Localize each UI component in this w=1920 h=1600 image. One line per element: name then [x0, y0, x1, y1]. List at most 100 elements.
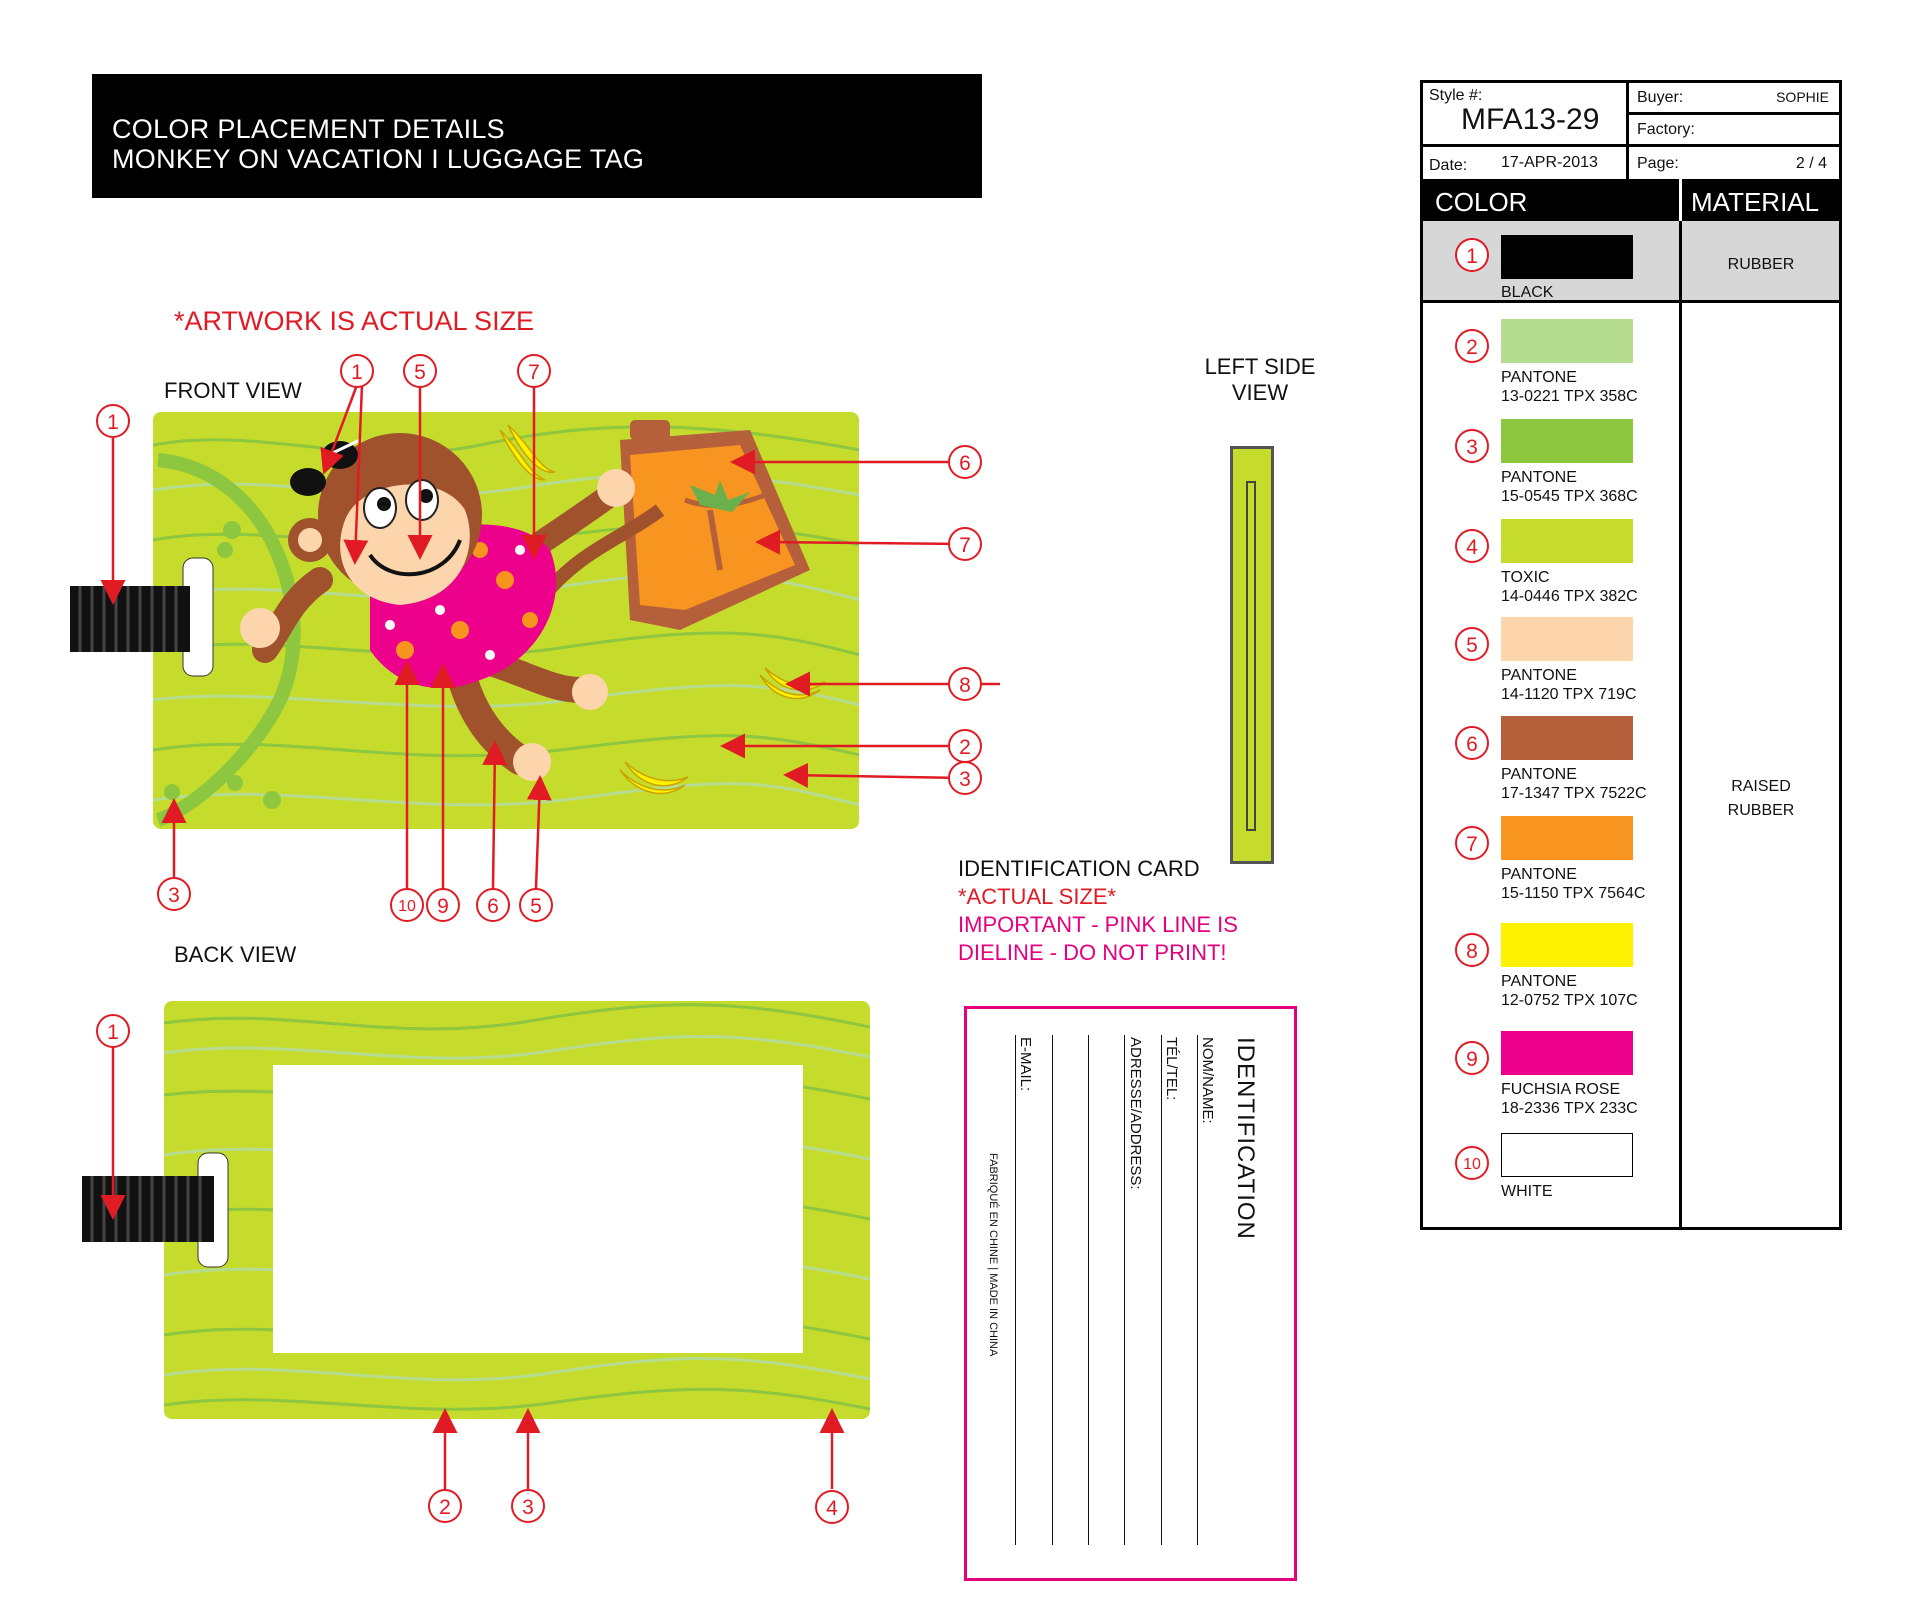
id-actual-size-note: *ACTUAL SIZE*: [958, 884, 1117, 909]
front-callout-bottom-9: 9: [426, 888, 460, 922]
front-view-artwork: [70, 412, 859, 829]
id-made-in-label: FABRIQUÉ EN CHINE | MADE IN CHINA: [987, 1153, 999, 1357]
left-side-view-line-1: LEFT SIDE: [1204, 354, 1316, 379]
color-num-4: 4: [1455, 529, 1489, 563]
color-num-3: 3: [1455, 429, 1489, 463]
id-line-name: [1197, 1035, 1198, 1545]
front-callout-right-8: 8: [948, 667, 982, 701]
swatch-8: [1501, 923, 1633, 967]
back-view-label: BACK VIEW: [174, 942, 297, 967]
color-header: COLOR: [1435, 187, 1528, 217]
swatch-1: [1501, 235, 1633, 279]
header-line-2: MONKEY ON VACATION I LUGGAGE TAG: [112, 144, 645, 174]
color-num-7: 7: [1455, 826, 1489, 860]
swatch-9-name: FUCHSIA ROSE: [1501, 1081, 1621, 1098]
swatch-8-name: PANTONE: [1501, 973, 1577, 990]
front-callout-bottom-10: 10: [390, 888, 424, 922]
back-callout-arrows: [100, 1045, 845, 1489]
swatch-9: [1501, 1031, 1633, 1075]
id-important-note-1: IMPORTANT - PINK LINE IS: [958, 912, 1238, 937]
swatch-label-2: PANTONE 13-0221 TPX 358C: [1501, 368, 1638, 406]
swatch-2-code: 13-0221 TPX 358C: [1501, 388, 1638, 405]
buyer-cell: Buyer: SOPHIE: [1629, 83, 1839, 115]
front-callout-left-1: 1: [96, 404, 130, 438]
id-card-heading: IDENTIFICATION: [1232, 1037, 1259, 1240]
swatch-label-1: BLACK: [1501, 284, 1554, 301]
id-line-address-2: [1088, 1035, 1089, 1545]
id-address-label: ADRESSE/ADDRESS:: [1127, 1037, 1144, 1190]
header-divider: [1679, 179, 1682, 221]
header-line-1: COLOR PLACEMENT DETAILS: [112, 114, 505, 144]
color-num-8: 8: [1455, 933, 1489, 967]
style-value: MFA13-29: [1461, 103, 1600, 136]
back-callout-2: 2: [428, 1489, 462, 1523]
style-cell: Style #: MFA13-29: [1423, 83, 1629, 147]
front-callout-left-3: 3: [157, 877, 191, 911]
swatch-4: [1501, 519, 1633, 563]
front-callout-right-7: 7: [948, 527, 982, 561]
id-line-address-3: [1052, 1035, 1053, 1545]
buyer-label: Buyer:: [1637, 89, 1684, 106]
id-line-address-1: [1124, 1035, 1125, 1545]
material-header: MATERIAL: [1691, 187, 1820, 217]
color-num-2: 2: [1455, 329, 1489, 363]
page-cell: Page: 2 / 4: [1629, 147, 1839, 179]
swatch-8-code: 12-0752 TPX 107C: [1501, 992, 1638, 1009]
swatch-9-code: 18-2336 TPX 233C: [1501, 1100, 1638, 1117]
material-rubber: RUBBER: [1727, 256, 1795, 273]
artwork-actual-size-note: *ARTWORK IS ACTUAL SIZE: [174, 306, 535, 336]
front-callout-right-3: 3: [948, 761, 982, 795]
color-material-header: COLOR MATERIAL: [1423, 179, 1839, 221]
front-strap-ribs: [78, 586, 178, 652]
swatch-3: [1501, 419, 1633, 463]
swatch-2: [1501, 319, 1633, 363]
swatch-7-code: 15-1150 TPX 7564C: [1501, 885, 1646, 902]
swatch-3-code: 15-0545 TPX 368C: [1501, 488, 1638, 505]
front-callout-top-7: 7: [517, 354, 551, 388]
back-callout-4: 4: [815, 1490, 849, 1524]
front-callout-arrows: [100, 384, 1000, 889]
date-label: Date:: [1429, 157, 1468, 174]
color-num-5: 5: [1455, 627, 1489, 661]
color-num-10: 10: [1455, 1146, 1489, 1180]
id-tel-label: TÉL/TEL:: [1163, 1037, 1180, 1101]
color-num-9: 9: [1455, 1041, 1489, 1075]
left-side-view-label: LEFT SIDE VIEW: [1190, 354, 1330, 406]
vine-leaves: [164, 521, 281, 809]
swatch-5-code: 14-1120 TPX 719C: [1501, 686, 1637, 703]
swatch-7-name: PANTONE: [1501, 866, 1577, 883]
material-raised-line-2: RUBBER: [1727, 802, 1795, 819]
front-callout-right-6: 6: [948, 445, 982, 479]
vine-arc: [155, 453, 301, 827]
id-email-label: E-MAIL:: [1017, 1037, 1034, 1092]
front-strap: [70, 586, 190, 652]
front-callout-bottom-6: 6: [476, 888, 510, 922]
swatch-10: [1501, 1133, 1633, 1177]
buyer-value: SOPHIE: [1776, 89, 1829, 105]
front-callout-right-2: 2: [948, 729, 982, 763]
back-view-artwork: [82, 1001, 870, 1419]
swatch-label-10: WHITE: [1501, 1183, 1553, 1200]
back-window: [273, 1065, 803, 1353]
front-callout-top-1: 1: [340, 354, 374, 388]
swatch-label-8: PANTONE 12-0752 TPX 107C: [1501, 972, 1638, 1010]
swatch-2-name: PANTONE: [1501, 369, 1577, 386]
back-callout-3: 3: [511, 1489, 545, 1523]
id-line-email: [1015, 1035, 1016, 1545]
left-side-slot: [1246, 481, 1256, 831]
color-num-6: 6: [1455, 726, 1489, 760]
date-value: 17-APR-2013: [1501, 154, 1598, 171]
material-raised-line-1: RAISED: [1731, 778, 1791, 795]
material-raised-rubber: RAISED RUBBER: [1681, 775, 1841, 823]
swatch-6: [1501, 716, 1633, 760]
left-side-view-line-2: VIEW: [1231, 380, 1289, 405]
factory-cell: Factory:: [1629, 115, 1839, 147]
id-card-title-note: IDENTIFICATION CARD: [958, 856, 1200, 881]
suitcase: [620, 420, 810, 630]
swatch-5: [1501, 617, 1633, 661]
front-callout-top-5: 5: [403, 354, 437, 388]
back-callout-1: 1: [96, 1014, 130, 1048]
